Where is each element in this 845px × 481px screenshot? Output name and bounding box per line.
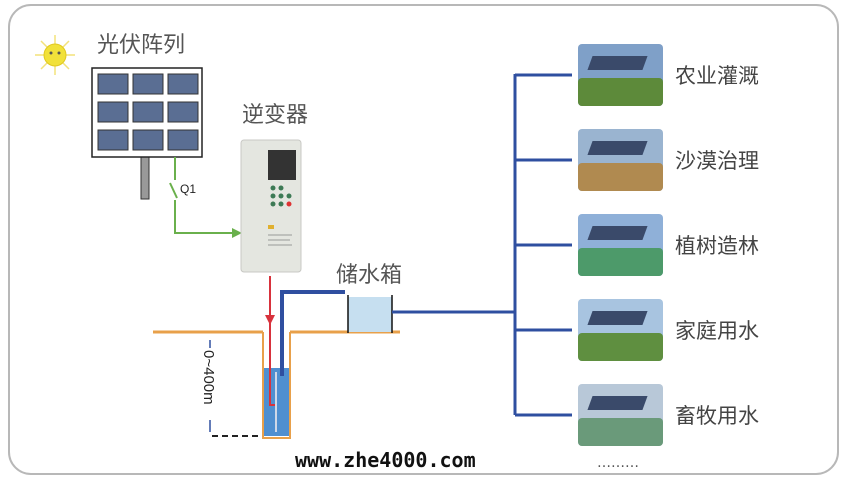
application-label: 农业灌溉 — [675, 64, 759, 88]
solar-cell — [167, 129, 199, 151]
solar-cell — [132, 101, 164, 123]
solar-cell — [97, 129, 129, 151]
water-tank — [347, 295, 393, 333]
application-label: 家庭用水 — [675, 319, 759, 343]
irrigation-photo — [578, 44, 663, 106]
forest-photo — [578, 214, 663, 276]
solar-cell — [97, 101, 129, 123]
dc-line — [169, 157, 234, 234]
solar-cell — [132, 73, 164, 95]
inverter — [240, 139, 302, 273]
application-item: 家庭用水 — [515, 299, 759, 361]
arrow-icon — [232, 228, 242, 238]
livestock-photo — [578, 384, 663, 446]
application-item: 沙漠治理 — [515, 129, 759, 191]
pv-array-label: 光伏阵列 — [97, 33, 185, 58]
solar-cell — [167, 101, 199, 123]
water-tank-label: 储水箱 — [336, 263, 402, 288]
application-item: 植树造林 — [515, 214, 759, 276]
application-item: 农业灌溉 — [515, 44, 759, 106]
more-indicator: ……… — [597, 455, 639, 471]
inverter-label: 逆变器 — [242, 103, 308, 128]
solar-cell — [132, 129, 164, 151]
desert-photo — [578, 129, 663, 191]
solar-cell — [167, 73, 199, 95]
water-pipe — [280, 290, 345, 376]
sun-icon — [35, 35, 75, 75]
application-label: 沙漠治理 — [675, 149, 759, 173]
solar-panel — [91, 67, 203, 200]
application-item: 畜牧用水 — [515, 384, 759, 446]
arrow-icon — [265, 315, 275, 325]
depth-label: 0~400m — [200, 350, 217, 405]
solar-cell — [97, 73, 129, 95]
household-photo — [578, 299, 663, 361]
application-label: 畜牧用水 — [675, 404, 759, 428]
application-label: 植树造林 — [675, 234, 759, 258]
watermark: www.zhe4000.com — [295, 448, 476, 472]
switch-label: Q1 — [180, 182, 196, 196]
